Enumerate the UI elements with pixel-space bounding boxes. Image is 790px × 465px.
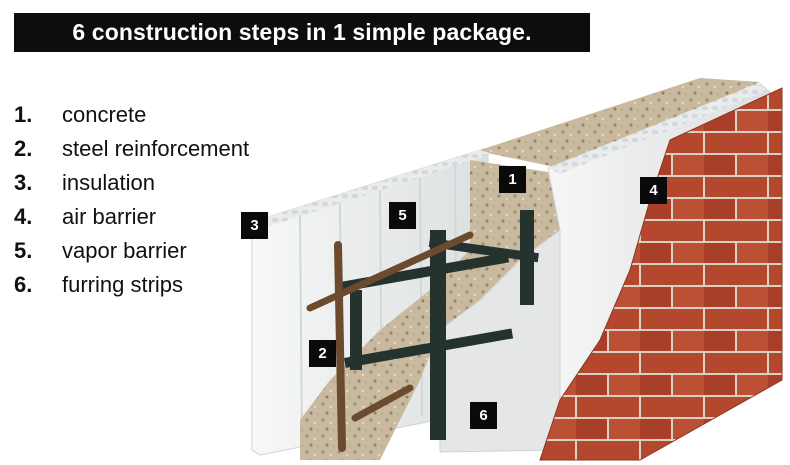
step-label: furring strips [62, 272, 184, 297]
callout-2: 2 [309, 340, 336, 367]
callout-4: 4 [640, 177, 667, 204]
title-banner: 6 construction steps in 1 simple package… [14, 13, 590, 52]
front-panel-top-studs [548, 84, 768, 174]
callout-6: 6 [470, 402, 497, 429]
callout-3: 3 [241, 212, 268, 239]
step-number: 4. [14, 204, 33, 229]
list-item: 2. steel reinforcement [14, 132, 249, 166]
callout-1: 1 [499, 166, 526, 193]
callout-5: 5 [389, 202, 416, 229]
step-label: insulation [62, 170, 155, 195]
list-item: 3. insulation [14, 166, 249, 200]
step-number: 6. [14, 272, 33, 297]
brick-veneer [539, 87, 783, 461]
list-item: 5. vapor barrier [14, 234, 249, 268]
step-label: air barrier [62, 204, 157, 229]
rebar [306, 231, 474, 452]
concrete-top [480, 78, 760, 168]
step-label: vapor barrier [62, 238, 187, 263]
step-label: steel reinforcement [62, 136, 250, 161]
step-number: 2. [14, 136, 33, 161]
back-panel-top-studs [252, 150, 492, 228]
step-label: concrete [62, 102, 147, 127]
list-item: 4. air barrier [14, 200, 249, 234]
list-item: 1. concrete [14, 98, 249, 132]
steps-list: 1. concrete 2. steel reinforcement 3. insul… [14, 98, 249, 302]
step-number: 5. [14, 238, 33, 263]
list-item: 6. furring strips [14, 268, 249, 302]
step-number: 3. [14, 170, 33, 195]
step-number: 1. [14, 102, 33, 127]
